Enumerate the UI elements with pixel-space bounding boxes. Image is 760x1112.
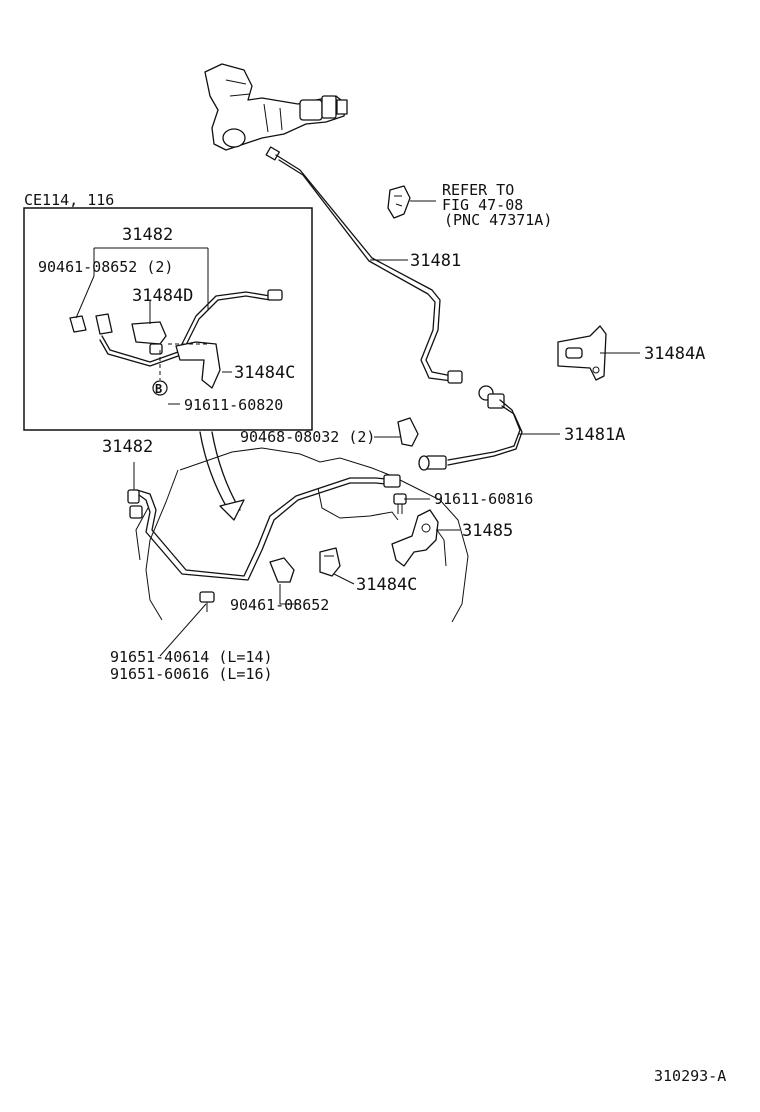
- master-cylinder-drawing: [204, 63, 348, 151]
- callout-main-31481: 31481: [410, 251, 461, 271]
- callout-main-91611-60816: 91611-60816: [434, 490, 533, 508]
- refer-clip-part: [387, 185, 411, 219]
- callout-main-31482: 31482: [102, 437, 153, 457]
- inset-box: [23, 207, 313, 431]
- figure-number: 310293-A: [654, 1067, 726, 1085]
- callout-inset-31484D: 31484D: [132, 286, 193, 306]
- bracket-31484A-part: [557, 325, 607, 381]
- callout-main-90461-08652: 90461-08652: [230, 596, 329, 614]
- callout-main-91651-60616: 91651-60616 (L=16): [110, 665, 273, 683]
- diagram-labels: CE114, 116 REFER TO FIG 47-08 (PNC 47371…: [24, 181, 726, 1085]
- bolt-91651-part: [199, 591, 215, 612]
- inset-b-marker-circle: [152, 380, 168, 396]
- refer-note-line-2: FIG 47-08: [442, 196, 523, 214]
- callout-main-31484A: 31484A: [644, 344, 705, 364]
- bracket-31484C-main-part: [319, 547, 341, 577]
- callout-main-31484C: 31484C: [356, 575, 417, 595]
- transmission-case-drawing: [135, 447, 469, 623]
- callout-main-31485: 31485: [462, 521, 513, 541]
- callout-inset-b-marker: B: [155, 382, 162, 396]
- callout-inset-90461-08652-2: 90461-08652 (2): [38, 258, 173, 276]
- callout-main-31481A: 31481A: [564, 425, 625, 445]
- bolt-91611-60816-part: [393, 493, 407, 514]
- clutch-tube-31481: [265, 146, 463, 384]
- callout-main-90468-08032-2: 90468-08032 (2): [240, 428, 375, 446]
- refer-note-line-1: REFER TO: [442, 181, 514, 199]
- clip-90468-part: [397, 417, 419, 447]
- callout-inset-31484C: 31484C: [234, 363, 295, 383]
- bracket-31485-part: [391, 509, 439, 567]
- flexible-hose-31481A: [418, 385, 523, 471]
- callout-main-91651-40614: 91651-40614 (L=14): [110, 648, 273, 666]
- clip-90461-main-part: [269, 557, 295, 583]
- leader-lines: [75, 200, 640, 657]
- callout-inset-91611-60820: 91611-60820: [184, 396, 283, 414]
- clutch-tube-31482-main: [127, 474, 401, 581]
- inset-model-label: CE114, 116: [24, 191, 114, 209]
- refer-note-line-3: (PNC 47371A): [444, 211, 552, 229]
- callout-inset-31482: 31482: [122, 225, 173, 245]
- inset-arrow-icon: [199, 431, 245, 521]
